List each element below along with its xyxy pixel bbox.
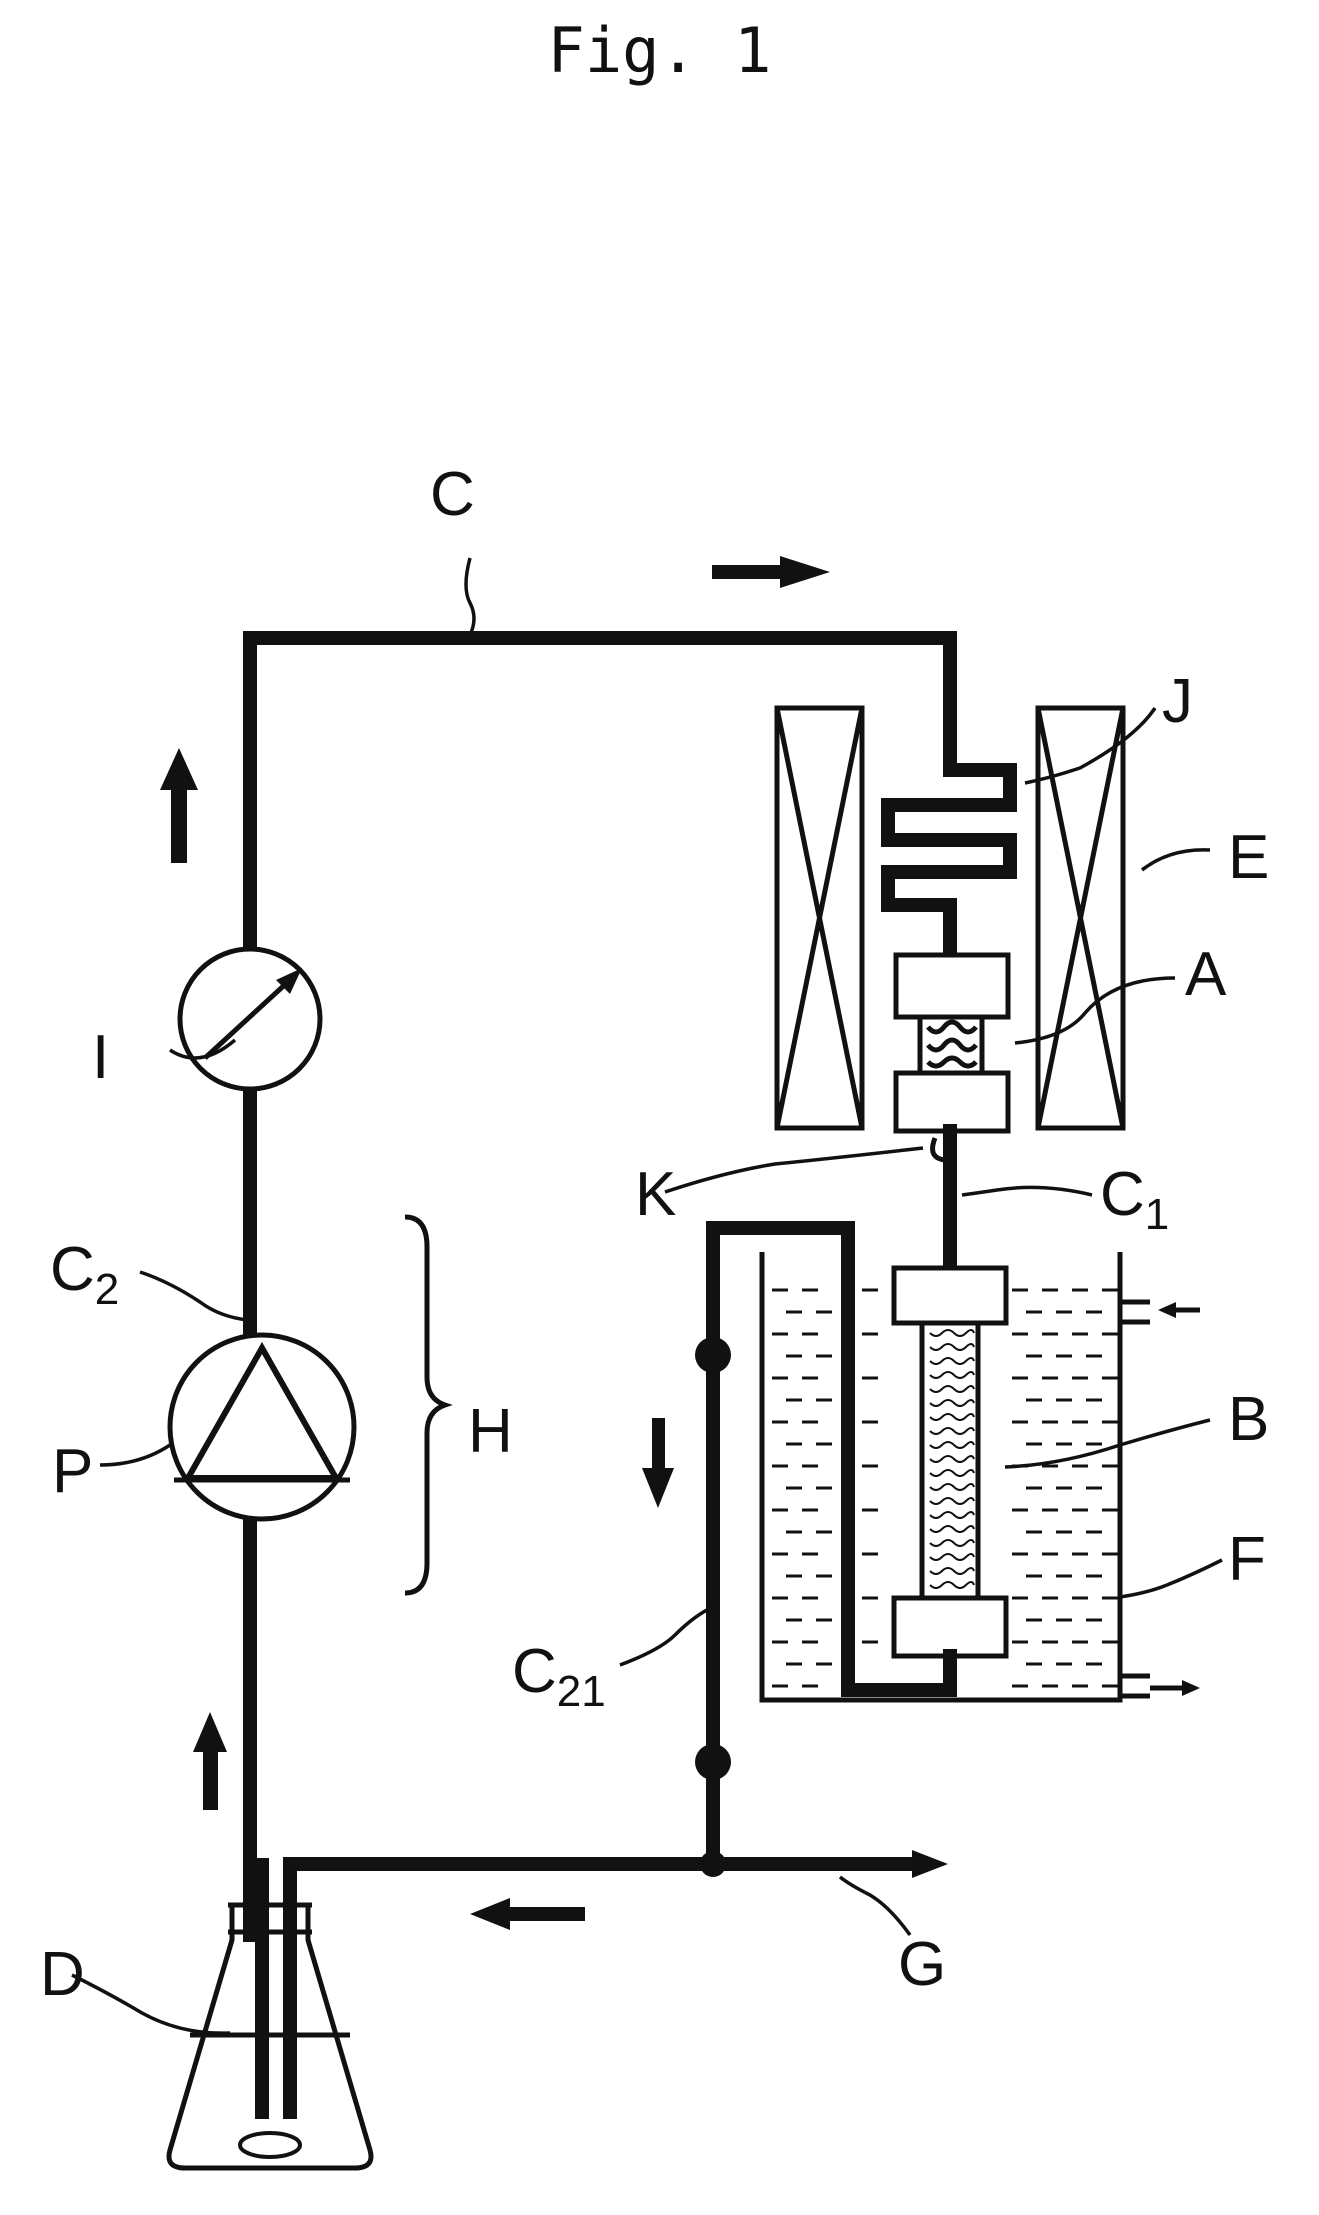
- arrow-down-c21: [642, 1418, 674, 1508]
- flow-arrows: [160, 556, 1200, 1930]
- arrow-bath-inlet: [1158, 1302, 1200, 1318]
- pipe-c21: [290, 1228, 950, 1935]
- column-b: [894, 1268, 1006, 1656]
- outlet-arrowhead: [912, 1850, 948, 1878]
- flask-d: [169, 1865, 371, 2168]
- arrow-up-left-lower: [193, 1712, 227, 1810]
- label-h: H: [468, 1397, 513, 1466]
- brace-h: [405, 1217, 445, 1593]
- arrow-right-top: [712, 556, 830, 588]
- arrow-left-bottom: [470, 1898, 585, 1930]
- label-g: G: [898, 1930, 946, 1999]
- label-p: P: [52, 1437, 93, 1506]
- label-c21: C21: [512, 1637, 606, 1716]
- label-k: K: [635, 1160, 676, 1229]
- pump-p: [170, 1335, 354, 1519]
- pressure-gauge-i: [180, 949, 320, 1089]
- arrow-bath-outlet: [1150, 1680, 1200, 1696]
- magnet-right: [1038, 708, 1123, 1128]
- coil-j: [888, 758, 1010, 955]
- junction-dot-upper: [695, 1337, 731, 1373]
- label-i: I: [92, 1023, 109, 1092]
- arrow-up-left-upper: [160, 748, 198, 863]
- label-d: D: [40, 1940, 85, 2009]
- label-f: F: [1228, 1525, 1266, 1594]
- magnet-left: [777, 708, 862, 1128]
- labels: C J E A I K C1 C2 H B P F C21 D G: [40, 460, 1269, 2009]
- label-a: A: [1185, 940, 1227, 1009]
- junction-dot-lower: [695, 1744, 731, 1780]
- label-c: C: [430, 460, 475, 529]
- label-c1: C1: [1100, 1160, 1169, 1239]
- label-j: J: [1162, 667, 1193, 736]
- label-b: B: [1228, 1385, 1269, 1454]
- label-e: E: [1228, 823, 1269, 892]
- label-c2: C2: [50, 1235, 119, 1314]
- column-a: [896, 955, 1008, 1131]
- pipe-c1: [933, 1131, 953, 1270]
- junction-dot-branch: [700, 1851, 726, 1877]
